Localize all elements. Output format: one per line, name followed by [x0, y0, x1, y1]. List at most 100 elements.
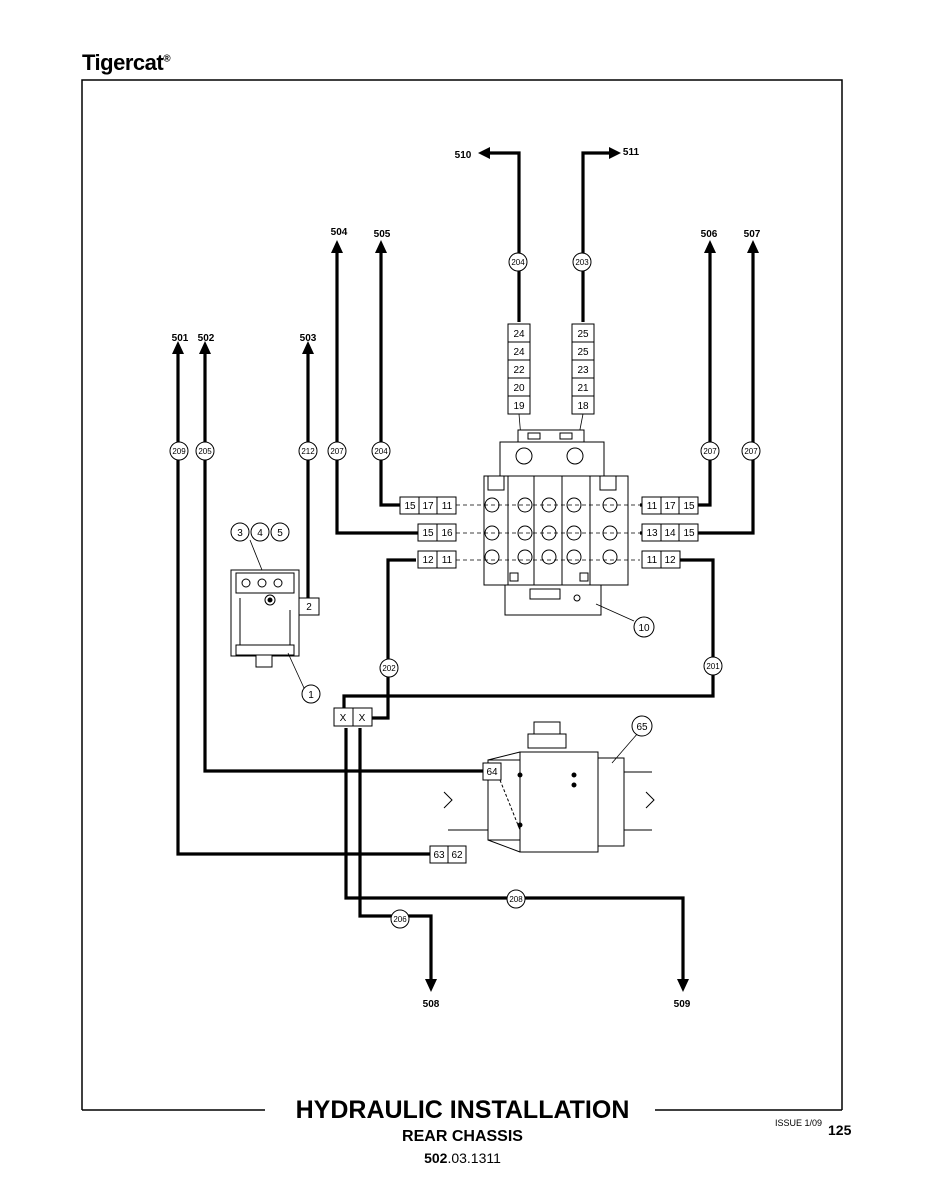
callout-leaders — [249, 539, 639, 772]
arrowheads — [172, 147, 759, 992]
svg-text:19: 19 — [513, 401, 525, 412]
port-510: 510 — [455, 150, 472, 161]
port-504: 504 — [331, 227, 348, 238]
svg-text:11: 11 — [647, 501, 658, 512]
svg-text:14: 14 — [664, 528, 676, 539]
item-callouts: 3 4 5 1 10 65 — [230, 522, 655, 737]
svg-text:65: 65 — [636, 722, 648, 733]
port-509: 509 — [674, 999, 691, 1010]
document-code-bold: 502 — [424, 1150, 448, 1166]
svg-text:202: 202 — [382, 664, 396, 673]
hose-tag-207-right: 207 — [741, 441, 761, 461]
svg-text:15: 15 — [422, 528, 434, 539]
svg-text:5: 5 — [277, 528, 283, 539]
svg-text:4: 4 — [257, 528, 263, 539]
svg-text:63: 63 — [433, 850, 445, 861]
port-503: 503 — [300, 333, 317, 344]
hose-tags: 204 203 209 205 212 207 204 207 207 202 … — [169, 252, 761, 929]
svg-text:207: 207 — [744, 447, 758, 456]
svg-text:212: 212 — [301, 447, 315, 456]
svg-text:11: 11 — [442, 555, 453, 566]
svg-text:25: 25 — [577, 347, 589, 358]
port-502: 502 — [198, 333, 215, 344]
hose-tag-209: 209 — [169, 441, 189, 461]
hose-tag-208: 208 — [506, 889, 526, 909]
hose-tag-207-left: 207 — [327, 441, 347, 461]
port-511: 511 — [623, 147, 640, 158]
callout-10: 10 — [633, 616, 655, 638]
brand-name: Tigercat — [82, 50, 164, 75]
svg-text:24: 24 — [513, 347, 525, 358]
svg-text:15: 15 — [683, 501, 695, 512]
svg-text:205: 205 — [198, 447, 212, 456]
hose-tag-204-top: 204 — [508, 252, 528, 272]
port-507: 507 — [744, 229, 761, 240]
fitting-stack-right: 25 25 23 21 18 — [571, 323, 595, 415]
arrow-501 — [172, 341, 184, 354]
callout-4: 4 — [250, 522, 270, 542]
hose-tag-202: 202 — [379, 658, 399, 678]
hose-tag-212: 212 — [298, 441, 318, 461]
swing-assembly — [443, 721, 655, 853]
svg-text:12: 12 — [422, 555, 434, 566]
svg-text:15: 15 — [404, 501, 416, 512]
arrow-505 — [375, 240, 387, 253]
svg-text:208: 208 — [509, 895, 523, 904]
arrow-508 — [425, 979, 437, 992]
arrow-504 — [331, 240, 343, 253]
fitting-63-62: 63 62 — [429, 845, 467, 864]
page-frame — [81, 79, 843, 1111]
svg-text:25: 25 — [577, 329, 589, 340]
brand-logo: Tigercat® — [82, 50, 171, 76]
hose-tag-201: 201 — [703, 656, 723, 676]
svg-text:21: 21 — [577, 383, 589, 394]
svg-text:201: 201 — [706, 662, 720, 671]
arrow-509 — [677, 979, 689, 992]
arrow-503 — [302, 341, 314, 354]
svg-text:16: 16 — [441, 528, 453, 539]
fitting-row-1-left: 15 17 11 — [399, 496, 457, 515]
callout-65: 65 — [631, 715, 653, 737]
hose-tag-205: 205 — [195, 441, 215, 461]
svg-text:10: 10 — [638, 623, 650, 634]
fitting-64: 64 — [482, 762, 502, 781]
fitting-row-1-right: 11 17 15 — [641, 496, 699, 515]
svg-text:X: X — [359, 713, 366, 724]
svg-text:3: 3 — [237, 528, 243, 539]
svg-text:12: 12 — [664, 555, 676, 566]
svg-text:207: 207 — [330, 447, 344, 456]
svg-text:22: 22 — [513, 365, 525, 376]
hose-tag-203: 203 — [572, 252, 592, 272]
svg-text:1: 1 — [308, 690, 314, 701]
svg-text:17: 17 — [422, 501, 434, 512]
pump-assembly — [230, 569, 320, 668]
svg-text:204: 204 — [374, 447, 388, 456]
svg-text:17: 17 — [664, 501, 676, 512]
svg-text:209: 209 — [172, 447, 186, 456]
svg-text:11: 11 — [647, 555, 658, 566]
document-subtitle: REAR CHASSIS — [402, 1128, 523, 1145]
svg-text:207: 207 — [703, 447, 717, 456]
port-508: 508 — [423, 999, 440, 1010]
svg-text:X: X — [340, 713, 347, 724]
callout-1: 1 — [301, 684, 321, 704]
svg-text:203: 203 — [575, 258, 589, 267]
svg-text:204: 204 — [511, 258, 525, 267]
svg-text:11: 11 — [442, 501, 453, 512]
svg-text:13: 13 — [646, 528, 658, 539]
port-labels: 510 511 504 505 506 507 501 502 503 508 … — [172, 147, 761, 1010]
svg-text:23: 23 — [577, 365, 589, 376]
brand-mark: ® — [163, 53, 171, 65]
arrow-502 — [199, 341, 211, 354]
svg-text:206: 206 — [393, 915, 407, 924]
svg-text:24: 24 — [513, 329, 525, 340]
hose-tag-206: 206 — [390, 909, 410, 929]
hose-tag-204-left: 204 — [371, 441, 391, 461]
fitting-row-3-right: 11 12 — [641, 550, 681, 569]
svg-text:64: 64 — [486, 767, 498, 778]
svg-text:18: 18 — [577, 401, 589, 412]
arrow-506 — [704, 240, 716, 253]
svg-text:62: 62 — [451, 850, 463, 861]
